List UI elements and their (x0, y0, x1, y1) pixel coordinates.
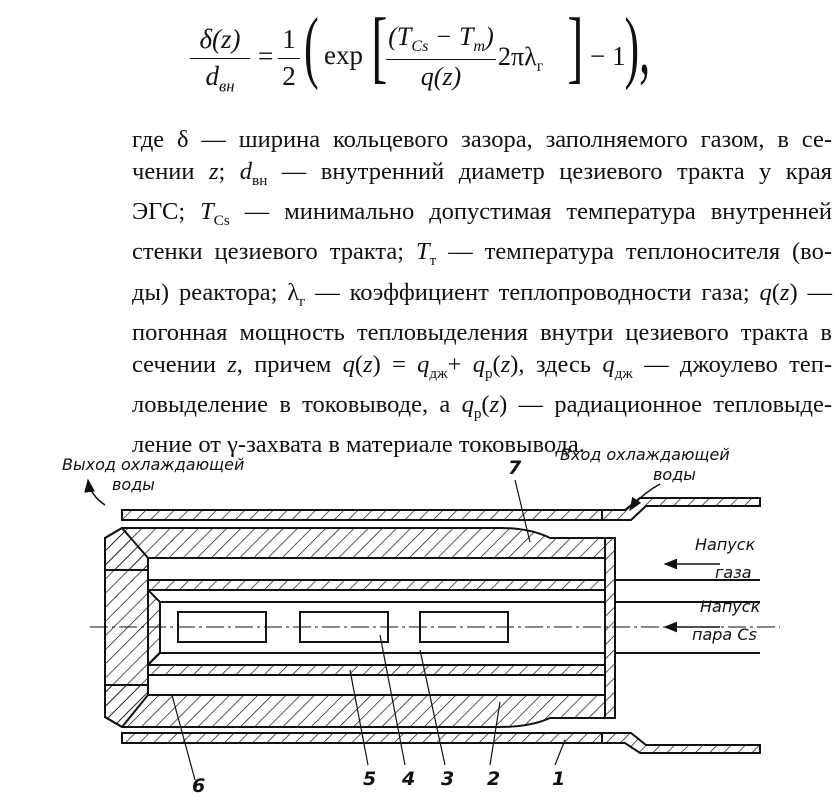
part-number-2: 2 (487, 768, 500, 790)
outer-tube (121, 497, 761, 754)
formula-2pi-lambda: 2πλг (498, 42, 544, 76)
cs-inlet-label-line2: пара Cs (692, 625, 757, 644)
right-bracket-glyph: ] (567, 3, 584, 91)
part-number-4: 4 (401, 768, 415, 790)
part-number-1: 1 (552, 768, 565, 790)
formula-lhs-den-sub: вн (218, 76, 235, 96)
text-line-6: погонная мощность тепловыделения внутри … (132, 319, 832, 347)
text-line-4: стенки цезиевого тракта; Tт — температур… (132, 238, 832, 270)
formula-exp: exp (324, 40, 363, 70)
part-number-6: 6 (192, 775, 205, 797)
formula-half-numerator: 1 (282, 24, 296, 54)
water-inlet-arrow (629, 483, 661, 512)
text-line-7: сечении z, причем q(z) = qдж+ qр(z), зде… (132, 350, 832, 382)
right-paren-end: ), (624, 3, 651, 91)
left-bracket-glyph: [ (371, 3, 388, 91)
gas-inlet-label-line1: Напуск (695, 535, 756, 554)
left-paren-glyph: ( (303, 3, 319, 91)
fraction-bar (190, 58, 250, 59)
formula-lhs-denominator: dвн (190, 61, 250, 96)
gas-inlet-label-line2: газа (715, 563, 752, 582)
formula-equals: = (258, 41, 274, 71)
text-line-1: где δ — ширина кольцевого зазора, заполн… (132, 126, 832, 153)
formula-main-numerator: (TCs − Tт) (388, 22, 494, 56)
water-inlet-label-line2: воды (653, 465, 696, 484)
formula-lhs-fraction: δ(z) dвн (190, 24, 250, 96)
formula-half-denominator: 2 (282, 61, 296, 91)
formula-half-fraction: 1 2 (278, 24, 300, 92)
inner-tube (147, 579, 606, 676)
part-number-5: 5 (363, 768, 376, 790)
explanation-paragraph: где δ — ширина кольцевого зазора, заполн… (132, 124, 832, 461)
formula-main-denominator: q(z) (420, 62, 462, 92)
cs-inlet-label-line1: Напуск (700, 597, 761, 616)
formula-main-fraction: (TCs − Tт) q(z) (386, 22, 496, 92)
formula: δ(z) dвн = 1 2 ( exp [ (TCs − Tт) q(z) 2… (190, 3, 650, 110)
water-inlet-label-line1: Вход охлаждающей (560, 445, 730, 464)
text-line-3: ЭГС; TCs — минимально допустимая темпера… (132, 197, 832, 229)
leader-lines (171, 479, 566, 781)
fraction-bar (278, 58, 300, 59)
formula-minus-one: − 1 (590, 41, 626, 71)
part-number-7: 7 (508, 457, 522, 479)
text-line-2: чении z; dвн — внутренний диаметр цезиев… (132, 157, 833, 189)
diagram-svg: Выход охлаждающей воды Вход охлаждающей … (62, 445, 780, 797)
water-outlet-arrow (84, 478, 106, 506)
text-line-8: ловыделение в токовыводе, а qр(z) — ради… (132, 390, 832, 422)
water-outlet-label-line2: воды (112, 475, 155, 494)
formula-lhs-den-main: d (205, 61, 219, 91)
formula-lhs-numerator: δ(z) (199, 24, 241, 54)
part-number-3: 3 (441, 768, 454, 790)
text-line-9: ление от γ-захвата в материале токовывод… (132, 431, 585, 459)
fuel-elements (177, 611, 509, 643)
electrode-body (104, 526, 616, 729)
fraction-bar (386, 59, 496, 61)
cesium-channel-diagram: Выход охлаждающей воды Вход охлаждающей … (60, 440, 830, 800)
water-outlet-label-line1: Выход охлаждающей (62, 455, 244, 474)
text-line-5: ды) реактора; λг — коэффициент теплопров… (132, 278, 832, 310)
